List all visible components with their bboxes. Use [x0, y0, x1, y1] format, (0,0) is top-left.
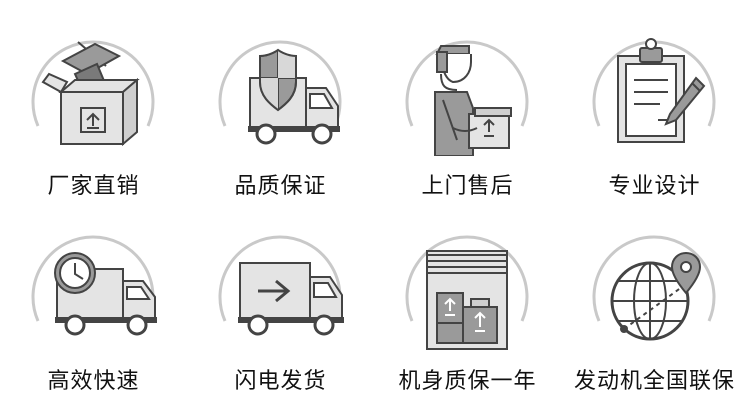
- feature-label: 上门售后: [421, 174, 514, 199]
- feature-label: 品质保证: [234, 174, 327, 199]
- feature-label: 闪电发货: [234, 369, 327, 394]
- open-box-icon: [23, 16, 163, 156]
- feature-body-warranty: 机身质保一年: [374, 195, 561, 405]
- shield-truck-icon: [210, 16, 350, 156]
- feature-lightning-shipping: 闪电发货: [187, 195, 374, 405]
- feature-efficient-fast: 高效快速: [0, 195, 187, 405]
- feature-factory-direct: 厂家直销: [0, 0, 187, 210]
- cargo-boxes-icon: [397, 211, 537, 351]
- arrow-truck-icon: [210, 211, 350, 351]
- clock-truck-icon: [23, 211, 163, 351]
- feature-label: 发动机全国联保: [573, 369, 735, 394]
- delivery-person-icon: [397, 16, 537, 156]
- feature-label: 厂家直销: [47, 174, 140, 199]
- feature-label: 高效快速: [47, 369, 140, 394]
- feature-label: 机身质保一年: [398, 369, 537, 394]
- feature-pro-design: 专业设计: [561, 0, 748, 210]
- clipboard-pen-icon: [584, 16, 724, 156]
- feature-onsite-service: 上门售后: [374, 0, 561, 210]
- feature-engine-nationwide-warranty: 发动机全国联保: [561, 195, 748, 405]
- feature-label: 专业设计: [608, 174, 701, 199]
- globe-pin-icon: [584, 211, 724, 351]
- feature-quality-assurance: 品质保证: [187, 0, 374, 210]
